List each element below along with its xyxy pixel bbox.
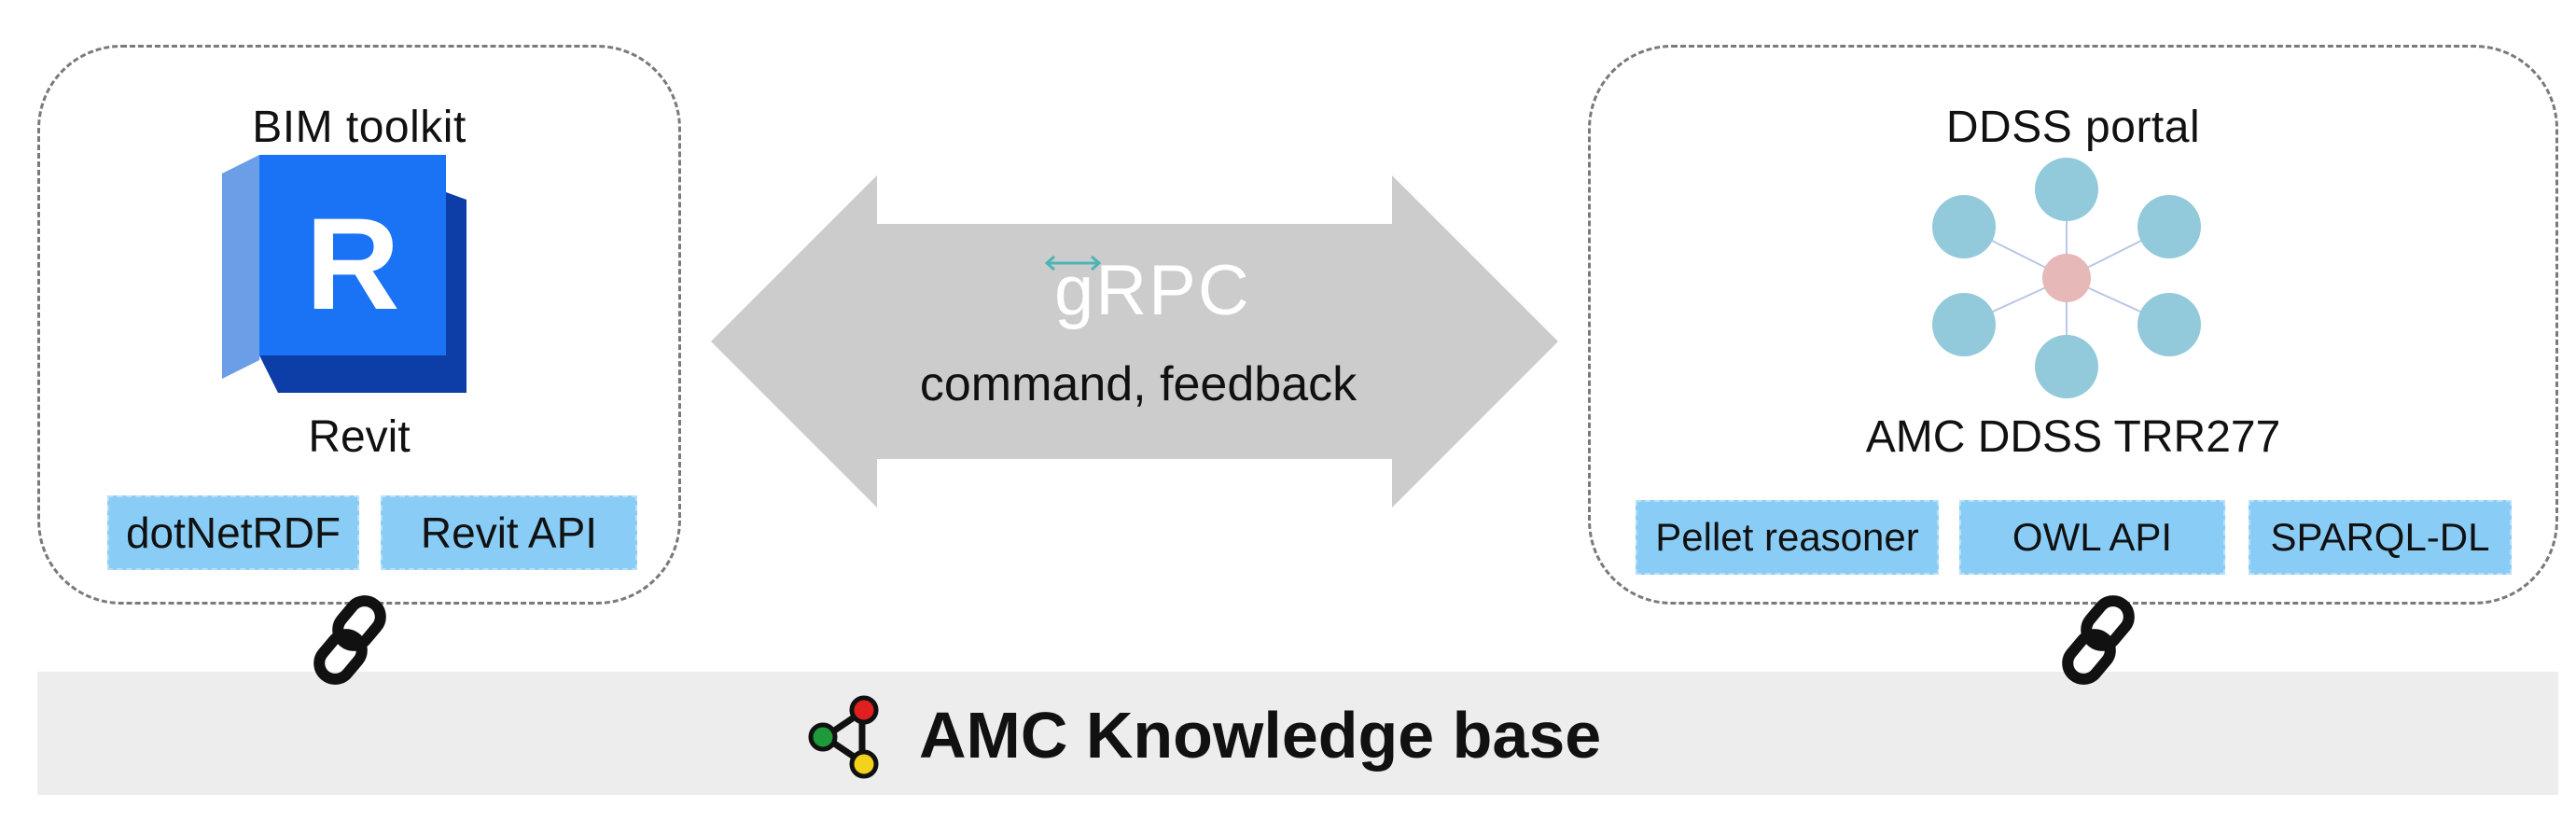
tag-revit-api: Revit API — [381, 495, 637, 570]
bidirectional-arrow — [711, 175, 1558, 508]
ddss-portal-title: DDSS portal — [1945, 103, 2201, 152]
bim-toolkit-title: BIM toolkit — [252, 103, 466, 152]
grpc-arrows-icon — [1044, 255, 1102, 271]
knowledge-graph-icon — [808, 695, 879, 779]
tag-owl-api: OWL API — [1959, 500, 2225, 575]
chain-link-icon — [2062, 595, 2135, 685]
bim-toolkit-panel: BIM toolkit R Revit dotNetRDF Revit API — [37, 45, 681, 605]
revit-logo-icon: R — [222, 155, 466, 393]
ddss-portal-panel: DDSS portal AMC DDSS TRR277 Pellet reaso… — [1588, 45, 2558, 605]
tag-dotnetrdf: dotNetRDF — [107, 495, 359, 570]
tag-pellet-reasoner: Pellet reasoner — [1636, 500, 1939, 575]
revit-label: Revit — [308, 412, 411, 462]
revit-logo-letter: R — [305, 190, 399, 337]
chain-link-icon — [313, 595, 386, 685]
knowledge-base-bar — [37, 672, 2558, 795]
command-feedback-label: command, feedback — [919, 357, 1358, 411]
ontology-graph-icon — [1932, 158, 2201, 398]
amc-ddss-label: AMC DDSS TRR277 — [1865, 412, 2281, 462]
tag-sparql-dl: SPARQL-DL — [2249, 500, 2512, 575]
knowledge-base-title: AMC Knowledge base — [919, 699, 1602, 772]
grpc-label: gRPC — [1054, 251, 1251, 330]
